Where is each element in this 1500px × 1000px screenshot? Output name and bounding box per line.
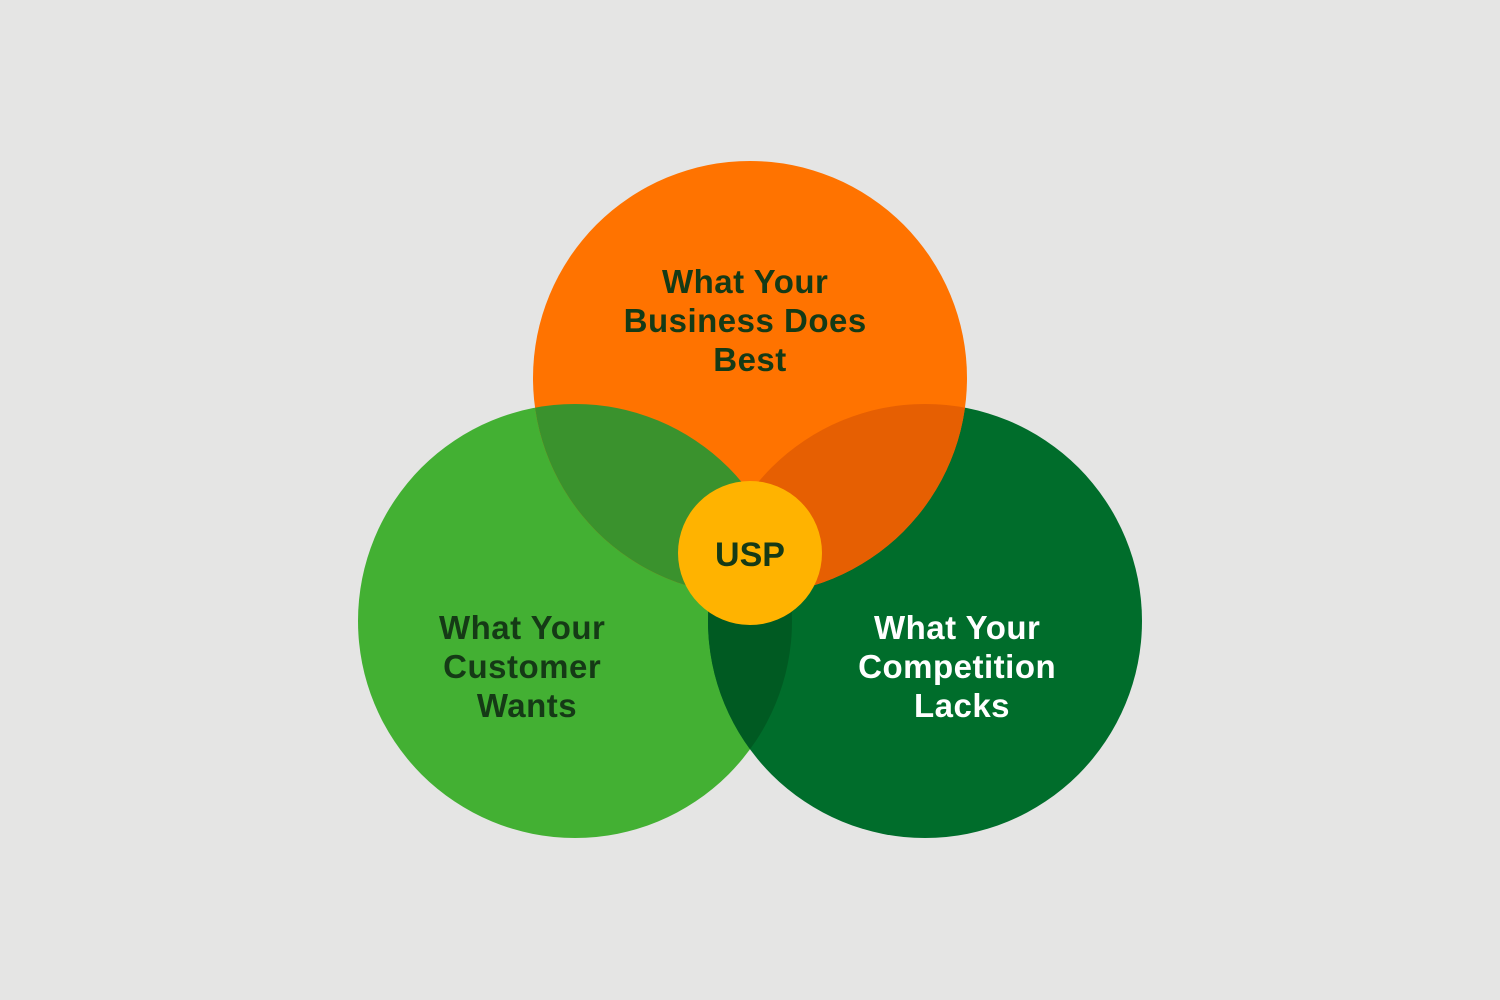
usp-circle [678,481,822,625]
business-label-line-2: Business Does [624,302,867,339]
competition-label-line-2: Competition [858,648,1056,685]
usp-label: USP [715,536,785,574]
customer-label-line-2: Customer [443,648,601,685]
business-customer-overlap [533,404,792,595]
business-label-line-1: What Your [662,263,828,300]
competition-label: What Your Competition Lacks [858,609,1066,724]
business-label: What Your Business Does Best [624,263,877,378]
customer-label-line-3: Wants [477,687,577,724]
competition-label-line-1: What Your [874,609,1040,646]
business-label-line-3: Best [713,341,787,378]
competition-label-line-3: Lacks [914,687,1010,724]
customer-label-line-1: What Your [439,609,605,646]
customer-label: What Your Customer Wants [439,609,615,724]
business-competition-overlap [708,404,967,595]
